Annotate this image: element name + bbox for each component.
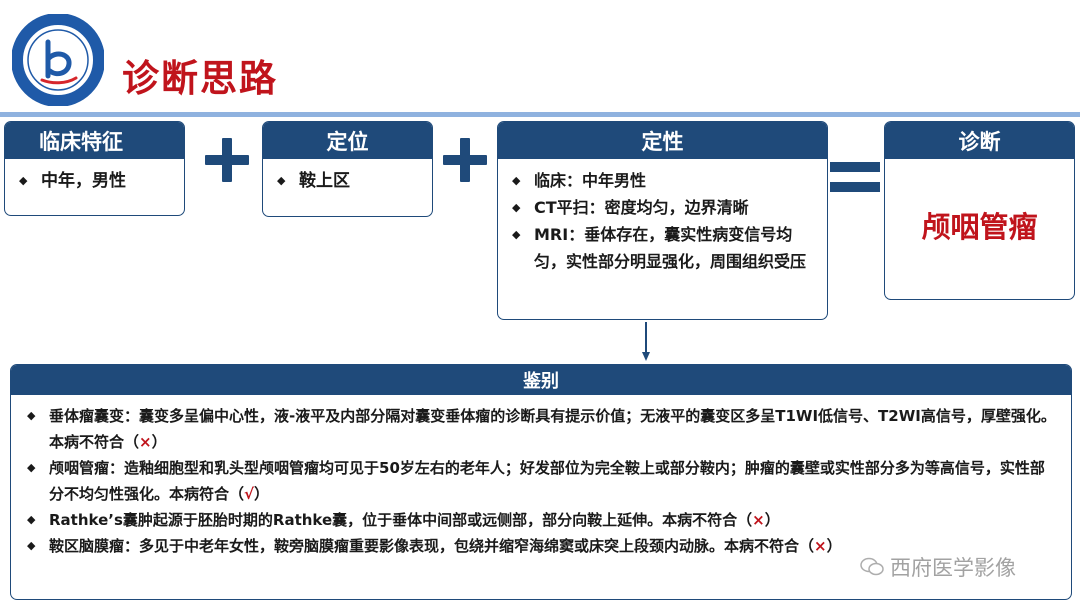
clinical-features-title: 临床特征 <box>5 122 184 159</box>
location-card: 定位 鞍上区 <box>262 121 433 217</box>
title-divider <box>0 112 1080 117</box>
page-title: 诊断思路 <box>122 57 278 100</box>
location-title: 定位 <box>263 122 432 159</box>
location-item: 鞍上区 <box>275 167 420 195</box>
equals-icon <box>830 158 880 198</box>
nature-item: CT平扫：密度均匀，边界清晰 <box>510 194 815 221</box>
differential-item: 颅咽管瘤：造釉细胞型和乳头型颅咽管瘤均可见于50岁左右的老年人；好发部位为完全鞍… <box>25 455 1057 507</box>
plus-icon <box>205 138 249 182</box>
mark-cross: × <box>139 433 152 451</box>
nature-title: 定性 <box>498 122 827 159</box>
hospital-logo-icon <box>12 14 104 106</box>
plus-icon <box>443 138 487 182</box>
differential-item: Rathke’s囊肿起源于胚胎时期的Rathke囊，位于垂体中间部或远侧部，部分… <box>25 507 1057 533</box>
differential-item: 垂体瘤囊变：囊变多呈偏中心性，液-液平及内部分隔对囊变垂体瘤的诊断具有提示价值；… <box>25 403 1057 455</box>
diagnosis-card: 诊断 颅咽管瘤 <box>884 121 1075 300</box>
diagnosis-title: 诊断 <box>885 122 1074 159</box>
differential-panel: 鉴别 垂体瘤囊变：囊变多呈偏中心性，液-液平及内部分隔对囊变垂体瘤的诊断具有提示… <box>10 364 1072 600</box>
clinical-features-card: 临床特征 中年，男性 <box>4 121 185 216</box>
diagnosis-result: 颅咽管瘤 <box>921 210 1038 244</box>
differential-item: 鞍区脑膜瘤：多见于中老年女性，鞍旁脑膜瘤重要影像表现，包绕并缩窄海绵窦或床突上段… <box>25 533 1057 559</box>
watermark-text: 西府医学影像 <box>890 556 1016 580</box>
nature-card: 定性 临床：中年男性 CT平扫：密度均匀，边界清晰 MRI：垂体存在，囊实性病变… <box>497 121 828 320</box>
nature-item: MRI：垂体存在，囊实性病变信号均匀，实性部分明显强化，周围组织受压 <box>510 221 815 275</box>
mark-cross: × <box>752 511 765 529</box>
arrow-down-icon <box>642 322 650 361</box>
nature-item: 临床：中年男性 <box>510 167 815 194</box>
differential-title: 鉴别 <box>11 365 1071 395</box>
wechat-icon <box>860 557 884 576</box>
watermark: 西府医学影像 <box>860 552 1016 582</box>
mark-check: √ <box>244 485 255 503</box>
mark-cross: × <box>814 537 827 555</box>
clinical-item: 中年，男性 <box>17 167 172 195</box>
